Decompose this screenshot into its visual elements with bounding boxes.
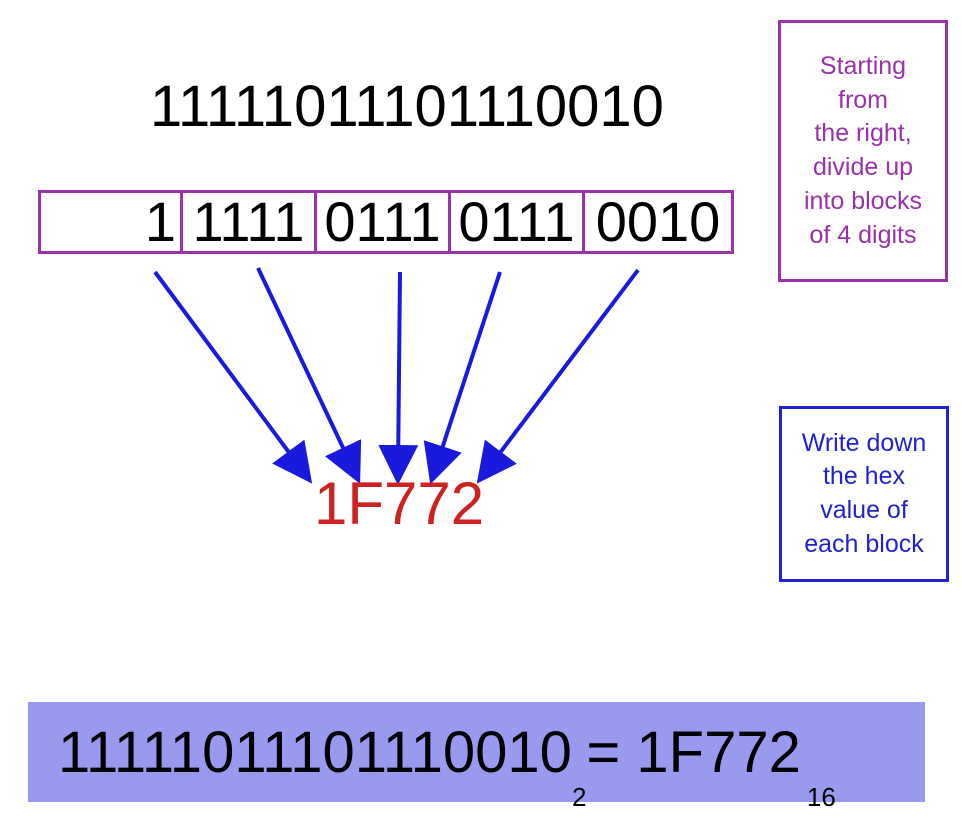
hex-result: 1F772 — [314, 470, 485, 537]
equation-base-16: 16 — [806, 782, 836, 812]
note-line: value of — [820, 496, 908, 524]
arrow-block-4 — [476, 268, 640, 484]
arrow-block-3 — [423, 271, 502, 485]
arrow-block-0 — [153, 270, 313, 484]
note-line: Starting — [819, 51, 907, 80]
note-line: the right, — [814, 119, 912, 148]
binary-blocks: 1 1111 0111 0111 0010 — [38, 190, 734, 254]
equation-equals: = — [586, 720, 637, 785]
note-line: the hex — [822, 462, 905, 491]
note-line: Write down — [801, 428, 927, 457]
note-line: of 4 digits — [809, 220, 917, 249]
block-4: 0010 — [582, 190, 734, 254]
write-hex-instruction-note: Write down the hex value of each block — [779, 406, 949, 582]
binary-number: 11111011101110010 — [150, 74, 664, 139]
arrow-block-1 — [256, 267, 362, 484]
arrow-block-2 — [378, 271, 419, 485]
divide-instruction-note: Starting from the right, divide up into … — [778, 20, 948, 282]
note-line: from — [838, 85, 888, 114]
equation-base-2: 2 — [571, 782, 587, 812]
equation-binary: 11111011101110010 — [58, 720, 572, 785]
equation-banner — [28, 702, 925, 802]
note-line: divide up — [812, 153, 914, 181]
note-line: into blocks — [803, 186, 923, 215]
block-0: 1 — [38, 190, 183, 254]
equation-hex: 1F772 — [636, 720, 801, 785]
block-1: 1111 — [180, 190, 317, 254]
conversion-equation: 111110111011100102= 1F77216 — [58, 724, 836, 811]
note-line: each block — [804, 529, 924, 558]
block-3: 0111 — [448, 190, 585, 254]
block-2: 0111 — [314, 190, 451, 254]
